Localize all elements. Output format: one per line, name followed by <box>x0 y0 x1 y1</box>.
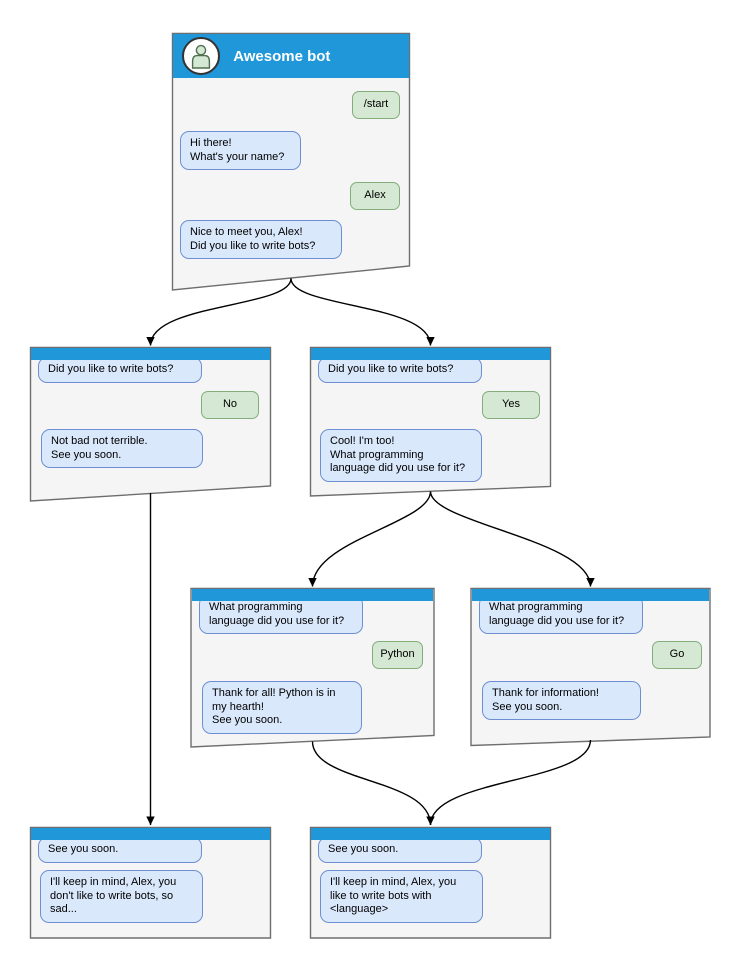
edge-main-to-yes <box>290 278 435 346</box>
edge-yes-to-go <box>429 491 595 587</box>
edge-main-to-no <box>146 278 292 346</box>
titlebar-branch-go <box>471 589 710 602</box>
bot-bubble-nice-to-meet: Nice to meet you, Alex! Did you like to … <box>180 220 342 259</box>
chat-title: Awesome bot <box>233 47 331 65</box>
user-bubble-yes: Yes <box>482 391 540 419</box>
edge-python-to-end <box>311 741 435 826</box>
titlebar-branch-no <box>31 348 270 361</box>
bot-bubble-thanks-python: Thank for all! Python is in my hearth! S… <box>202 681 362 734</box>
titlebar-branch-yes <box>311 348 550 361</box>
bot-bubble-not-bad: Not bad not terrible. See you soon. <box>41 429 203 468</box>
bot-bubble-cool: Cool! I'm too! What programming language… <box>320 429 482 482</box>
bot-bubble-see-you-yes: See you soon. <box>318 837 482 863</box>
bot-bubble-keep-in-mind-no: I'll keep in mind, Alex, you don't like … <box>40 870 203 923</box>
bot-bubble-keep-in-mind-yes: I'll keep in mind, Alex, you like to wri… <box>320 870 483 923</box>
person-icon <box>192 44 211 69</box>
titlebar-end-yes <box>311 828 550 841</box>
user-bubble-go: Go <box>652 641 702 669</box>
bot-bubble-greeting: Hi there! What's your name? <box>180 131 301 170</box>
titlebar-branch-python <box>191 589 434 602</box>
bot-bubble-thanks-go: Thank for information! See you soon. <box>482 681 641 720</box>
main-chat-titlebar: Awesome bot <box>173 34 409 78</box>
user-bubble-python: Python <box>372 641 423 669</box>
user-bubble-name: Alex <box>350 182 400 210</box>
edge-yes-to-python <box>308 491 432 587</box>
bot-bubble-see-you-no: See you soon. <box>38 837 202 863</box>
bot-avatar <box>182 37 221 76</box>
bot-bubble-question-yes: Did you like to write bots? <box>318 357 482 383</box>
titlebar-end-no <box>31 828 270 841</box>
bot-bubble-question-no: Did you like to write bots? <box>38 357 202 383</box>
bot-bubble-lang-question-go: What programming language did you use fo… <box>479 595 643 634</box>
edge-go-to-end <box>429 739 592 826</box>
user-bubble-no: No <box>201 391 259 419</box>
user-bubble-start: /start <box>352 91 400 119</box>
